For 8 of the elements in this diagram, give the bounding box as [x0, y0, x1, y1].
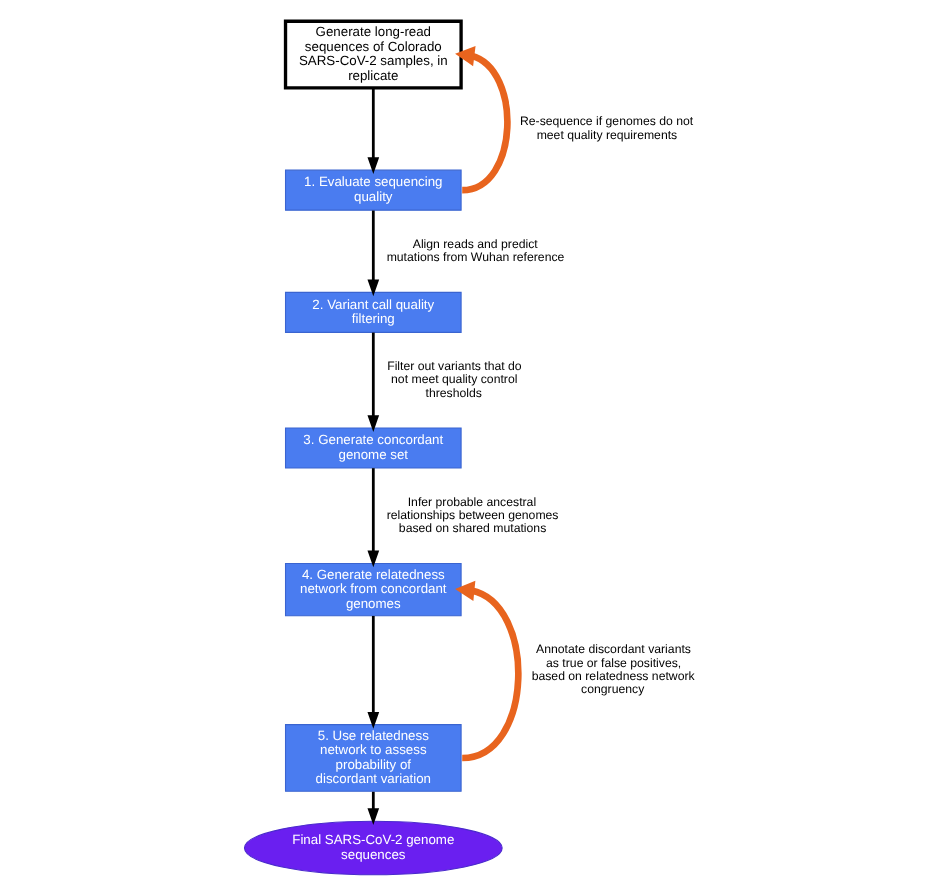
arrow: [454, 45, 510, 194]
arrow: [366, 332, 379, 432]
arrow: [366, 615, 379, 729]
arrow: [366, 88, 379, 175]
arrow: [454, 580, 521, 762]
arrow: [366, 210, 379, 297]
arrow: [366, 791, 379, 825]
arrow: [366, 468, 379, 568]
